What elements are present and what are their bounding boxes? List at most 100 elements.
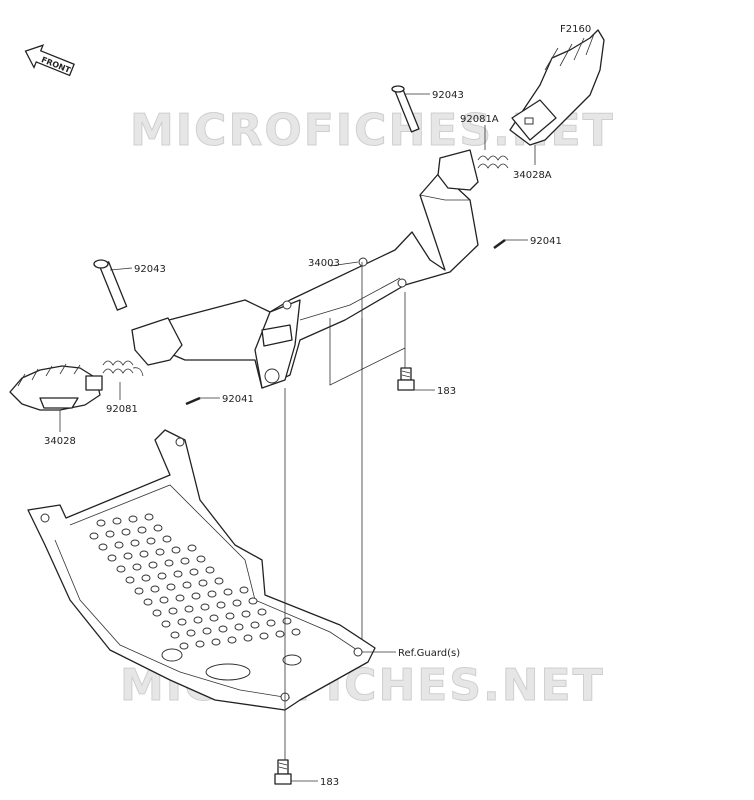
right-footpeg xyxy=(509,29,605,146)
perforation-hole xyxy=(191,592,201,600)
perforation-hole xyxy=(241,610,251,618)
perforation-hole xyxy=(282,617,292,625)
perforation-hole xyxy=(189,568,199,576)
perforation-hole xyxy=(121,528,131,536)
perforation-hole xyxy=(232,599,242,607)
perforation-hole xyxy=(179,642,189,650)
perforation-hole xyxy=(275,630,285,638)
perforation-hole xyxy=(132,563,142,571)
callout-183-upper: 183 xyxy=(437,386,456,397)
perforation-hole xyxy=(193,616,203,624)
bolt-lower xyxy=(274,759,292,785)
perforation-hole xyxy=(250,621,260,629)
perforation-hole xyxy=(198,579,208,587)
perforation-hole xyxy=(162,535,172,543)
perforation-hole xyxy=(137,526,147,534)
callout-183-lower: 183 xyxy=(320,777,339,788)
perforation-hole xyxy=(196,555,206,563)
perforation-hole xyxy=(234,623,244,631)
perforation-hole xyxy=(89,532,99,540)
perforation-hole xyxy=(96,519,106,527)
perforation-hole xyxy=(248,597,258,605)
perforation-hole xyxy=(239,586,249,594)
left-spring xyxy=(102,360,144,377)
perforation-hole xyxy=(168,607,178,615)
leader-lines xyxy=(59,93,536,782)
perforation-hole xyxy=(116,565,126,573)
perforation-hole xyxy=(175,594,185,602)
guard-perforations xyxy=(89,513,301,650)
left-cotter-pin xyxy=(185,396,201,406)
perforation-hole xyxy=(200,603,210,611)
perforation-hole xyxy=(202,627,212,635)
perforation-hole xyxy=(157,572,167,580)
right-clevis xyxy=(437,149,479,191)
perforation-hole xyxy=(144,513,154,521)
perforation-hole xyxy=(105,530,115,538)
perforation-hole xyxy=(161,620,171,628)
perforation-hole xyxy=(187,544,197,552)
perforation-hole xyxy=(186,629,196,637)
perforation-hole xyxy=(291,628,301,636)
perforation-hole xyxy=(243,634,253,642)
perforation-hole xyxy=(141,574,151,582)
left-clevis xyxy=(131,317,183,366)
perforation-hole xyxy=(112,517,122,525)
perforation-hole xyxy=(155,548,165,556)
callout-34028a: 34028A xyxy=(513,170,552,181)
callout-92081: 92081 xyxy=(106,404,138,415)
perforation-hole xyxy=(98,543,108,551)
perforation-hole xyxy=(209,614,219,622)
perforation-hole xyxy=(107,554,117,562)
perforation-hole xyxy=(114,541,124,549)
perforation-hole xyxy=(184,605,194,613)
perforation-hole xyxy=(205,566,215,574)
perforation-hole xyxy=(146,537,156,545)
bolt-upper xyxy=(397,367,415,391)
callout-92041-right: 92041 xyxy=(530,236,562,247)
perforation-hole xyxy=(177,618,187,626)
callout-92081a: 92081A xyxy=(460,114,499,125)
perforation-hole xyxy=(139,550,149,558)
perforation-hole xyxy=(123,552,133,560)
perforation-hole xyxy=(164,559,174,567)
perforation-hole xyxy=(227,636,237,644)
callout-34028: 34028 xyxy=(44,436,76,447)
skid-guard xyxy=(27,429,376,711)
perforation-hole xyxy=(170,631,180,639)
perforation-hole xyxy=(134,587,144,595)
perforation-hole xyxy=(216,601,226,609)
perforation-hole xyxy=(159,596,169,604)
perforation-hole xyxy=(214,577,224,585)
perforation-hole xyxy=(143,598,153,606)
perforation-hole xyxy=(173,570,183,578)
left-footpeg xyxy=(9,363,103,411)
perforation-hole xyxy=(195,640,205,648)
perforation-hole xyxy=(218,625,228,633)
perforation-hole xyxy=(257,608,267,616)
perforation-hole xyxy=(207,590,217,598)
perforation-hole xyxy=(125,576,135,584)
perforation-hole xyxy=(166,583,176,591)
front-arrow-icon: FRONT xyxy=(24,44,75,77)
perforation-hole xyxy=(223,588,233,596)
perforation-hole xyxy=(225,612,235,620)
callout-34003: 34003 xyxy=(308,258,340,269)
perforation-hole xyxy=(171,546,181,554)
right-pivot-pin xyxy=(391,85,420,133)
perforation-hole xyxy=(211,638,221,646)
perforation-hole xyxy=(152,609,162,617)
callout-92043-left: 92043 xyxy=(134,264,166,275)
perforation-hole xyxy=(153,524,163,532)
callout-ref-guard: Ref.Guard(s) xyxy=(398,648,460,659)
perforation-hole xyxy=(148,561,158,569)
perforation-hole xyxy=(130,539,140,547)
figure-code: F2160 xyxy=(560,24,591,35)
reference-lines xyxy=(284,262,406,760)
perforation-hole xyxy=(150,585,160,593)
perforation-hole xyxy=(180,557,190,565)
perforation-hole xyxy=(259,632,269,640)
perforation-hole xyxy=(182,581,192,589)
callout-92041-left: 92041 xyxy=(222,394,254,405)
